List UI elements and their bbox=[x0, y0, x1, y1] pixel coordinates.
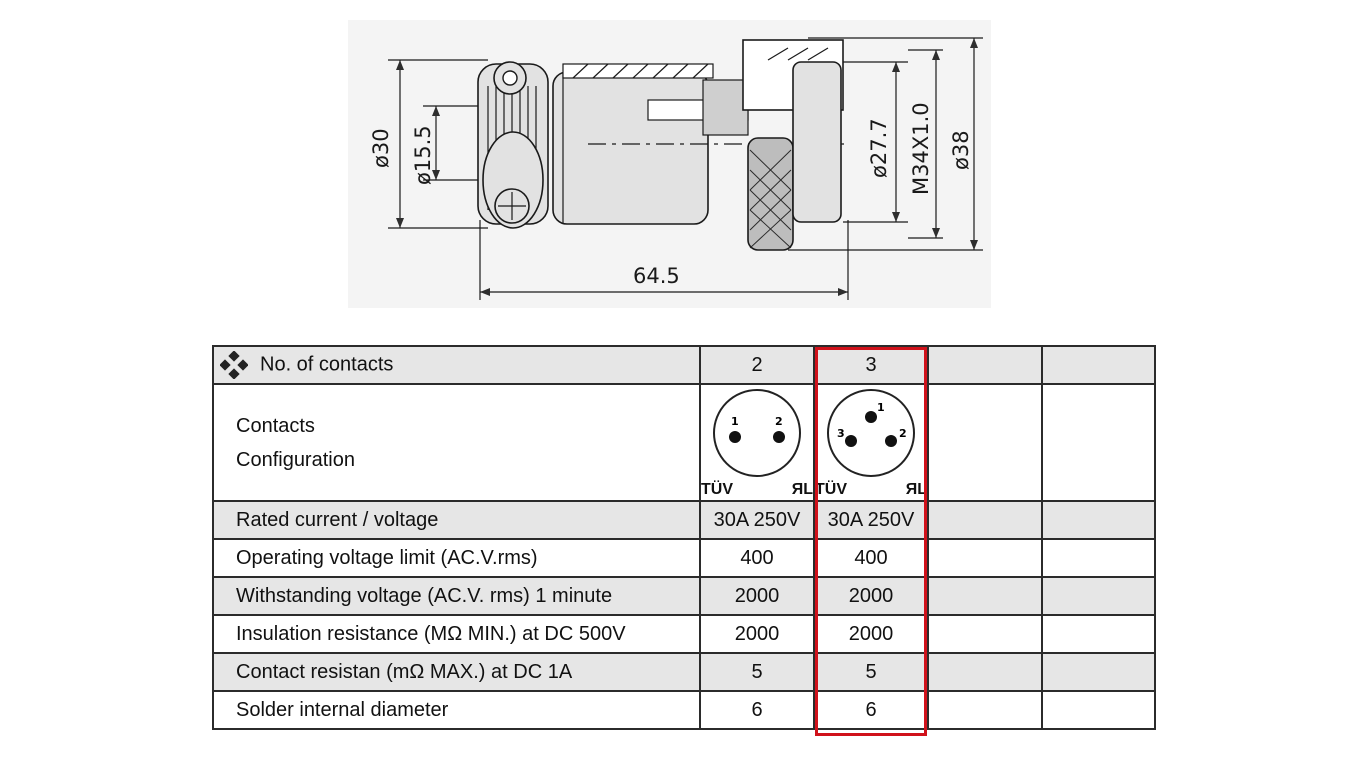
row-empty bbox=[927, 576, 1043, 616]
row-empty bbox=[1041, 614, 1156, 654]
pin-diagram-2-icon: 1 2 bbox=[713, 388, 801, 477]
header-empty-col4 bbox=[927, 345, 1043, 385]
config-col3: 1 2 3 TÜV ЯL bbox=[813, 383, 929, 502]
row-empty bbox=[1041, 500, 1156, 540]
pin-layout-2: 1 2 TÜV ЯL bbox=[701, 387, 813, 499]
row-label: Operating voltage limit (AC.V.rms) bbox=[212, 538, 701, 578]
table-row: Operating voltage limit (AC.V.rms) 400 4… bbox=[212, 538, 1156, 578]
pin-diagram-3-icon: 1 2 3 bbox=[827, 388, 915, 477]
row-empty bbox=[1041, 690, 1156, 730]
config-row: Contacts Configuration 1 2 TÜV ЯL bbox=[212, 383, 1156, 502]
config-label-line1: Contacts bbox=[236, 414, 315, 437]
row-label: Withstanding voltage (AC.V. rms) 1 minut… bbox=[212, 576, 701, 616]
cert-logos-3: TÜV ЯL bbox=[815, 481, 927, 499]
table-row: Withstanding voltage (AC.V. rms) 1 minut… bbox=[212, 576, 1156, 616]
header-col2: 2 bbox=[699, 345, 815, 385]
row-col2: 2000 bbox=[699, 614, 815, 654]
dim-d30: ø30 bbox=[369, 128, 393, 168]
row-empty bbox=[1041, 652, 1156, 692]
row-col3: 2000 bbox=[813, 614, 929, 654]
spec-table: No. of contacts 2 3 Contacts Configurati… bbox=[212, 345, 1156, 735]
table-row: Solder internal diameter 6 6 bbox=[212, 690, 1156, 730]
row-label: Contact resistan (mΩ MAX.) at DC 1A bbox=[212, 652, 701, 692]
dim-thread: M34X1.0 bbox=[909, 102, 933, 195]
header-col3: 3 bbox=[813, 345, 929, 385]
row-col2: 400 bbox=[699, 538, 815, 578]
row-col3: 6 bbox=[813, 690, 929, 730]
diamond-logo-icon bbox=[220, 351, 248, 379]
row-label: Rated current / voltage bbox=[212, 500, 701, 540]
pin3-label-2: 2 bbox=[899, 427, 907, 440]
row-col3: 400 bbox=[813, 538, 929, 578]
row-empty bbox=[927, 538, 1043, 578]
pin2-label-1: 1 bbox=[731, 415, 739, 428]
config-label-cell: Contacts Configuration bbox=[212, 383, 701, 502]
row-empty bbox=[927, 652, 1043, 692]
row-col2: 30A 250V bbox=[699, 500, 815, 540]
header-row: No. of contacts 2 3 bbox=[212, 345, 1156, 385]
row-col2: 5 bbox=[699, 652, 815, 692]
row-col2: 2000 bbox=[699, 576, 815, 616]
dim-length: 64.5 bbox=[633, 264, 680, 288]
pin3-label-1: 1 bbox=[877, 401, 885, 414]
row-label: Solder internal diameter bbox=[212, 690, 701, 730]
row-empty bbox=[927, 690, 1043, 730]
row-col3: 30A 250V bbox=[813, 500, 929, 540]
pin-layout-3: 1 2 3 TÜV ЯL bbox=[815, 387, 927, 499]
ul-logo: ЯL bbox=[905, 480, 927, 498]
ul-logo: ЯL bbox=[791, 480, 813, 498]
header-label-cell: No. of contacts bbox=[212, 345, 701, 385]
row-empty bbox=[927, 500, 1043, 540]
config-empty-col4 bbox=[927, 383, 1043, 502]
pin2-label-2: 2 bbox=[775, 415, 783, 428]
table-row: Rated current / voltage 30A 250V 30A 250… bbox=[212, 500, 1156, 540]
table-row: Insulation resistance (MΩ MIN.) at DC 50… bbox=[212, 614, 1156, 654]
header-label: No. of contacts bbox=[260, 353, 394, 376]
row-col3: 5 bbox=[813, 652, 929, 692]
row-empty bbox=[1041, 576, 1156, 616]
config-label-line2: Configuration bbox=[236, 448, 355, 471]
row-col3: 2000 bbox=[813, 576, 929, 616]
tuv-logo: TÜV bbox=[815, 480, 847, 498]
config-empty-col5 bbox=[1041, 383, 1156, 502]
row-empty bbox=[927, 614, 1043, 654]
row-col2: 6 bbox=[699, 690, 815, 730]
row-empty bbox=[1041, 538, 1156, 578]
dim-d27-7: ø27.7 bbox=[867, 118, 891, 178]
config-col2: 1 2 TÜV ЯL bbox=[699, 383, 815, 502]
dim-d38: ø38 bbox=[949, 130, 973, 170]
tuv-logo: TÜV bbox=[701, 480, 733, 498]
header-empty-col5 bbox=[1041, 345, 1156, 385]
table-row: Contact resistan (mΩ MAX.) at DC 1A 5 5 bbox=[212, 652, 1156, 692]
connector-drawing-svg: ø30 ø15.5 bbox=[369, 37, 983, 300]
connector-drawing: ø30 ø15.5 bbox=[348, 20, 991, 308]
row-label: Insulation resistance (MΩ MIN.) at DC 50… bbox=[212, 614, 701, 654]
dim-d15-5: ø15.5 bbox=[411, 125, 435, 185]
pin3-label-3: 3 bbox=[837, 427, 845, 440]
cert-logos-2: TÜV ЯL bbox=[701, 481, 813, 499]
